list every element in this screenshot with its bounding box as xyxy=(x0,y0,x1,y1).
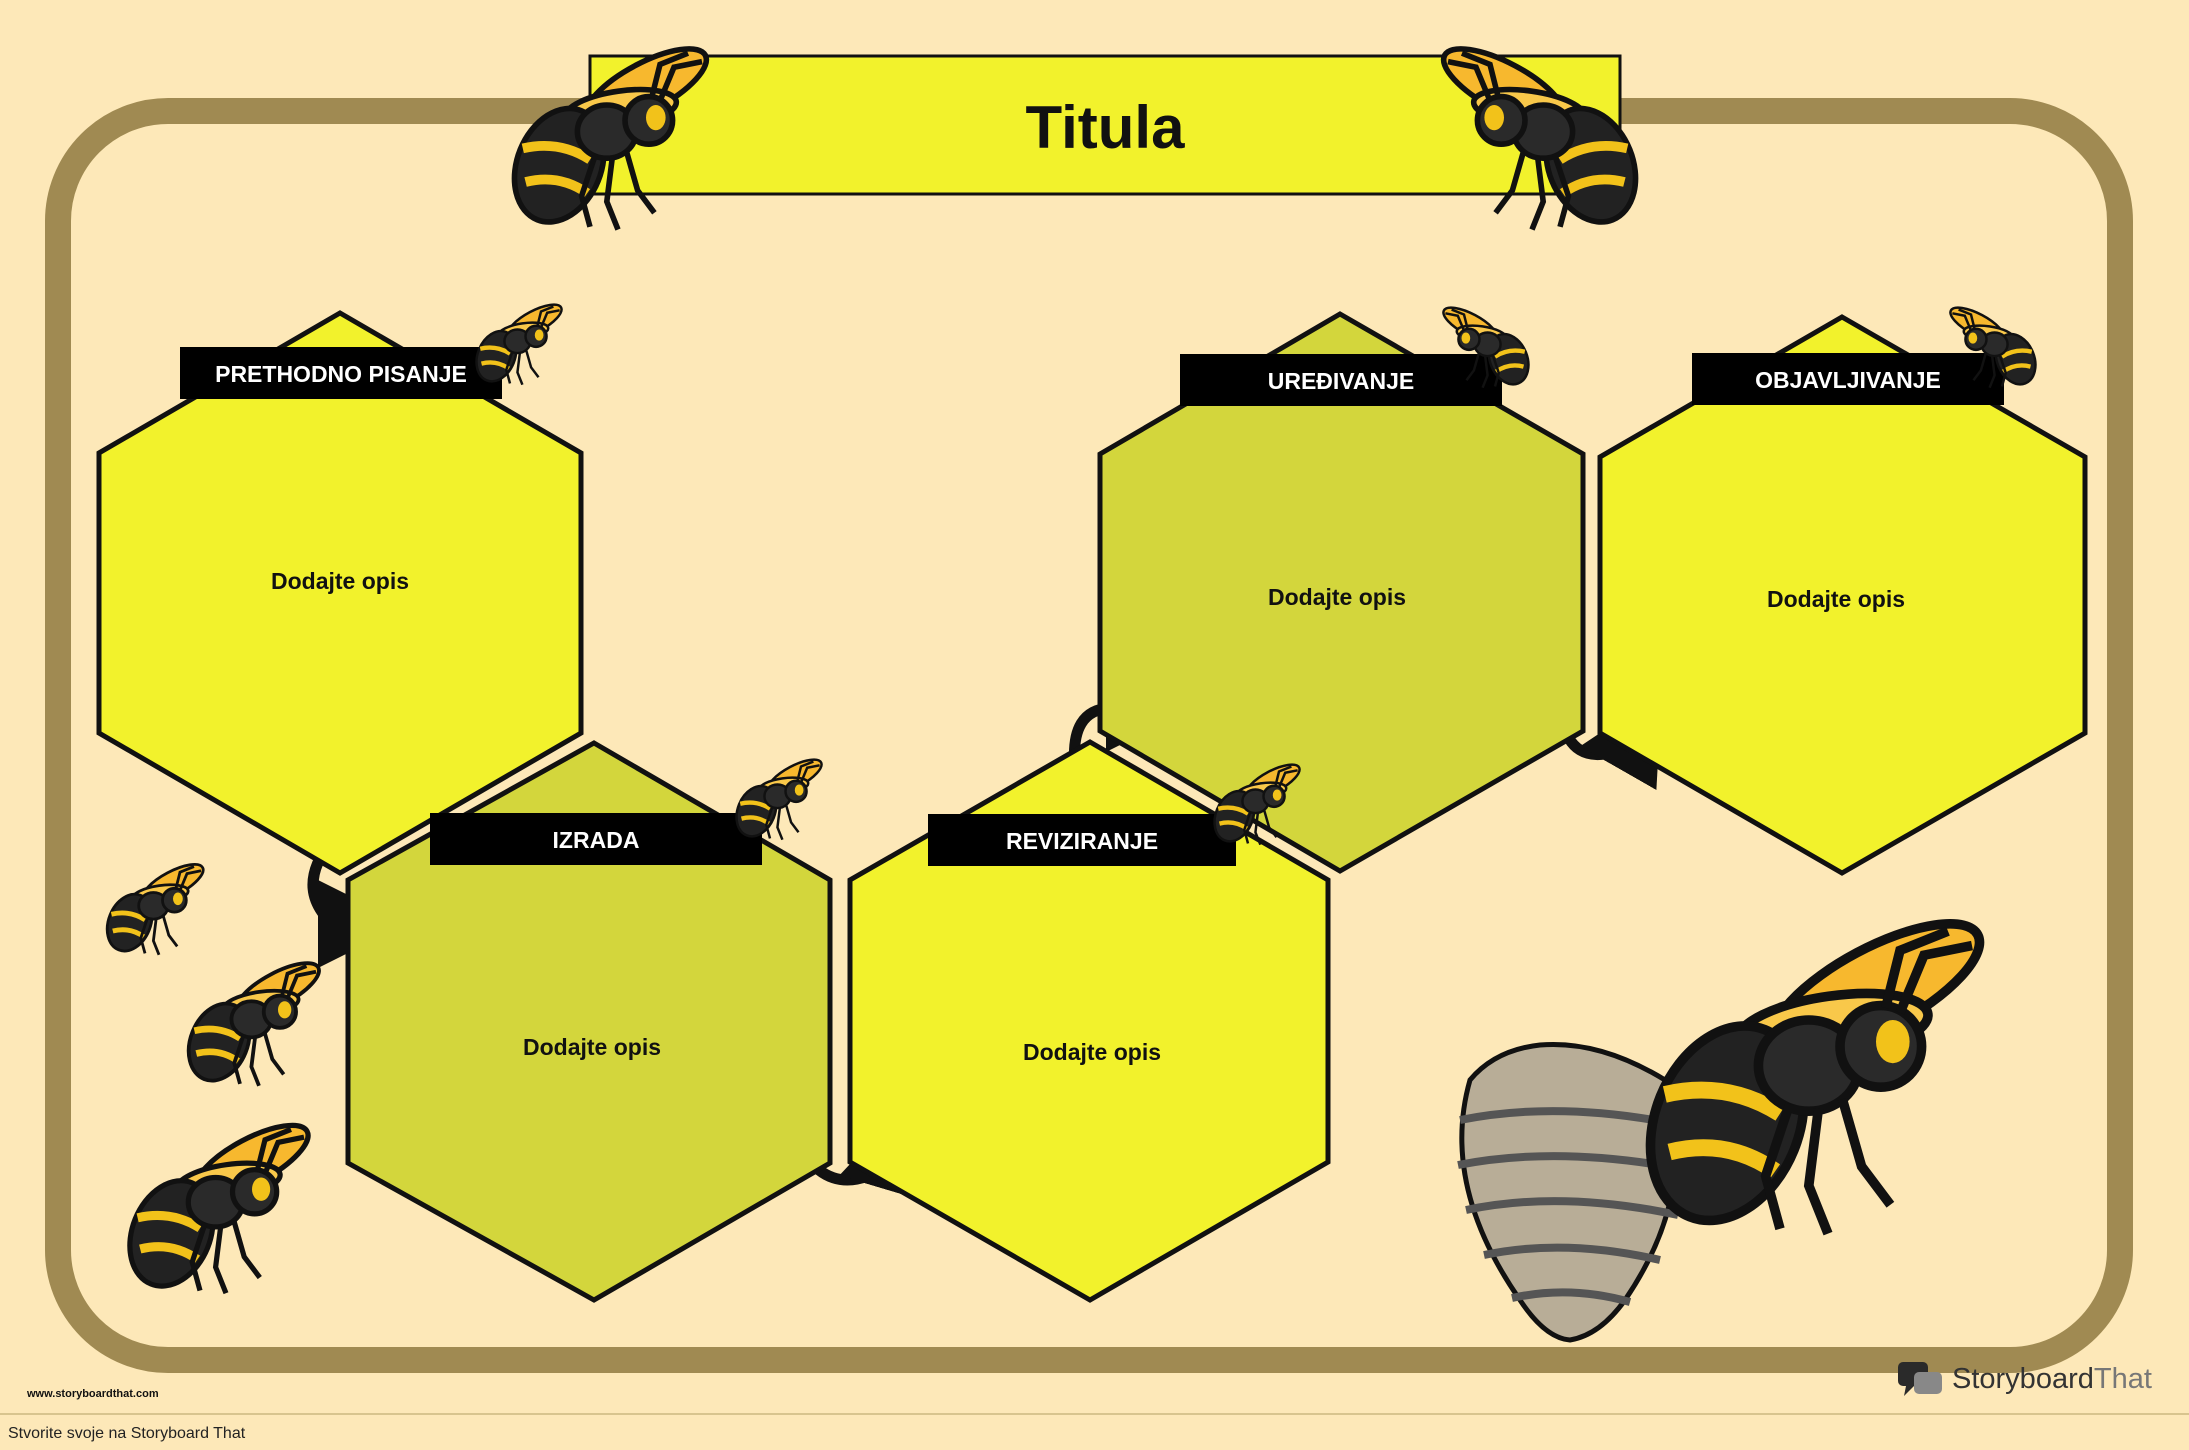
wasp-icon xyxy=(1623,899,1997,1244)
step-3-description[interactable]: Dodajte opis xyxy=(1023,1039,1161,1065)
title-banner xyxy=(588,54,1622,196)
step-5-header: OBJAVLJIVANJE xyxy=(1755,367,1941,393)
step-2-hexagon xyxy=(345,740,833,1303)
step-1-description[interactable]: Dodajte opis xyxy=(271,568,409,594)
step-1-header: PRETHODNO PISANJE xyxy=(215,361,467,387)
step-2-header-bar xyxy=(430,813,762,865)
wasp-nest-icon xyxy=(1457,1041,1689,1343)
brand-name: StoryboardThat xyxy=(1952,1363,2152,1395)
step-5-hexagon xyxy=(1597,314,2088,876)
page-title[interactable]: Titula xyxy=(1026,94,1186,161)
wasp-icon xyxy=(115,1112,318,1299)
step-5-description[interactable]: Dodajte opis xyxy=(1767,586,1905,612)
step-2-description[interactable]: Dodajte opis xyxy=(523,1034,661,1060)
step-4-header: UREĐIVANJE xyxy=(1268,368,1415,394)
wasp-icon xyxy=(729,753,826,842)
brand-that: That xyxy=(2094,1363,2152,1395)
step-5-header-bar xyxy=(1692,353,2004,405)
storyboardthat-logo-icon xyxy=(1898,1362,1942,1396)
step-3-hexagon xyxy=(847,739,1331,1303)
wasp-icon xyxy=(99,857,208,958)
step-1-header-bar xyxy=(180,347,502,399)
footer-divider xyxy=(0,1413,2189,1415)
wasp-icon xyxy=(469,298,566,387)
step-1-hexagon xyxy=(96,310,584,876)
step-3-header: REVIZIRANJE xyxy=(1006,828,1158,854)
brand-story: Storyboard xyxy=(1952,1363,2094,1395)
wasp-icon xyxy=(178,953,326,1090)
step-2-header: IZRADA xyxy=(553,827,640,853)
step-4-description[interactable]: Dodajte opis xyxy=(1268,584,1406,610)
website-url[interactable]: www.storyboardthat.com xyxy=(26,1388,159,1400)
step-4-hexagon xyxy=(1097,311,1586,874)
step-3-header-bar xyxy=(928,814,1236,866)
footer-credit[interactable]: Stvorite svoje na Storyboard That xyxy=(8,1425,246,1442)
step-4-header-bar xyxy=(1180,354,1502,406)
